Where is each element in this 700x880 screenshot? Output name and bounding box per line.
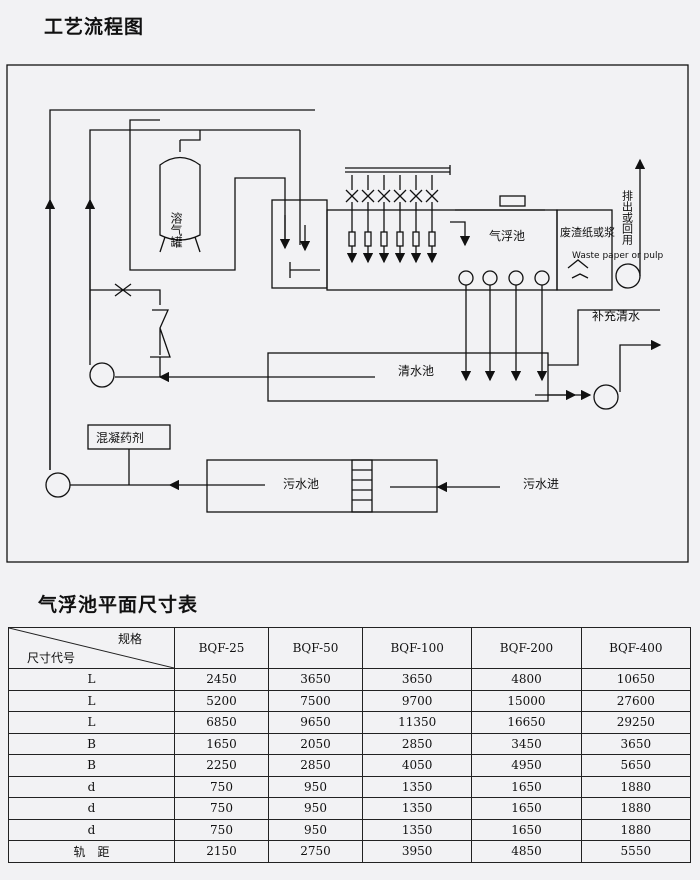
sewage-tank-label: 污水池: [283, 477, 319, 491]
cell: 1350: [361, 775, 473, 798]
dimension-table: 规格 尺寸代号 BQF-25 BQF-50 BQF-100 BQF-200 BQ…: [8, 627, 692, 863]
coagulant-label: 混凝药剂: [96, 430, 144, 445]
pump-sewage: [45, 472, 71, 498]
makeup-water-label: 补充清水: [592, 308, 640, 323]
row-code: L: [8, 689, 175, 712]
row-code: B: [8, 732, 175, 755]
scraper-drive: [499, 195, 526, 207]
row-code: d: [8, 818, 175, 841]
dissolved-air-tank: [159, 156, 201, 241]
row-code: d: [8, 775, 175, 798]
cell: 2750: [268, 840, 363, 863]
cell: 4950: [471, 754, 582, 777]
cell: 1650: [471, 818, 582, 841]
cell: 950: [268, 797, 363, 820]
cell: 2850: [361, 732, 473, 755]
table-header-row: 规格 尺寸代号 BQF-25 BQF-50 BQF-100 BQF-200 BQ…: [8, 627, 692, 669]
pump-outlet: [593, 384, 619, 410]
column-header: BQF-400: [580, 627, 692, 669]
waste-cn-label: 废渣纸或浆: [560, 225, 615, 239]
row-code: d: [8, 797, 175, 820]
corner-code-label: 尺寸代号: [27, 651, 76, 665]
cell: 3950: [361, 840, 473, 863]
sewage-tank: [206, 459, 438, 513]
column-header: BQF-200: [471, 627, 582, 669]
cell: 2150: [174, 840, 269, 863]
cell: 3650: [580, 732, 692, 755]
cell: 3450: [471, 732, 582, 755]
table-row: B 2250 2850 4050 4950 5650: [8, 754, 692, 777]
cell: 9650: [268, 711, 363, 734]
cell: 1880: [580, 797, 692, 820]
cell: 5650: [580, 754, 692, 777]
table-corner-cell: 规格 尺寸代号: [8, 627, 175, 669]
process-flow-diagram: 溶气罐 气浮池 废渣纸或浆 Waste paper or pulp 排出或回用 …: [6, 64, 689, 563]
cell: 750: [174, 775, 269, 798]
sewage-in-label: 污水进: [523, 477, 559, 491]
pump-clear: [89, 362, 115, 388]
row-code: B: [8, 754, 175, 777]
table-row: L 2450 3650 3650 4800 10650: [8, 668, 692, 691]
flotation-tank-label: 气浮池: [489, 228, 525, 243]
table-row: d 750 950 1350 1650 1880: [8, 775, 692, 798]
cell: 1880: [580, 775, 692, 798]
table-row: 轨 距 2150 2750 3950 4850 5550: [8, 840, 692, 863]
diagram-frame: [6, 64, 689, 563]
cell: 2850: [268, 754, 363, 777]
cell: 1350: [361, 818, 473, 841]
cell: 9700: [361, 689, 473, 712]
corner-spec-label: 规格: [117, 632, 142, 646]
cell: 950: [268, 818, 363, 841]
table-row: d 750 950 1350 1650 1880: [8, 818, 692, 841]
cell: 750: [174, 797, 269, 820]
column-header: BQF-100: [361, 627, 473, 669]
discharge-label: 排出或回用: [621, 189, 634, 246]
cell: 15000: [471, 689, 582, 712]
table-title: 气浮池平面尺寸表: [38, 594, 199, 616]
cell: 750: [174, 818, 269, 841]
manifold-valves: [345, 189, 439, 203]
cell: 1880: [580, 818, 692, 841]
cell: 2250: [174, 754, 269, 777]
process-title: 工艺流程图: [44, 16, 145, 38]
row-code: L: [8, 711, 175, 734]
cell: 1650: [471, 797, 582, 820]
waste-chamber: [556, 209, 613, 291]
cell: 6850: [174, 711, 269, 734]
cell: 2450: [174, 668, 269, 691]
cell: 1650: [174, 732, 269, 755]
cell: 27600: [580, 689, 692, 712]
cell: 3650: [268, 668, 363, 691]
cell: 7500: [268, 689, 363, 712]
cell: 1350: [361, 797, 473, 820]
table-row: B 1650 2050 2850 3450 3650: [8, 732, 692, 755]
column-header: BQF-50: [268, 627, 363, 669]
cell: 5550: [580, 840, 692, 863]
cell: 5200: [174, 689, 269, 712]
table-row: d 750 950 1350 1650 1880: [8, 797, 692, 820]
column-header: BQF-25: [174, 627, 269, 669]
cell: 4850: [471, 840, 582, 863]
cell: 3650: [361, 668, 473, 691]
cell: 2050: [268, 732, 363, 755]
cell: 950: [268, 775, 363, 798]
dissolved-tank-label: 溶气罐: [169, 211, 183, 249]
table-row: L 6850 9650 11350 16650 29250: [8, 711, 692, 734]
waste-en-label: Waste paper or pulp: [572, 251, 663, 261]
cell: 10650: [580, 668, 692, 691]
cell: 16650: [471, 711, 582, 734]
clear-tank-label: 清水池: [398, 364, 434, 378]
row-code: 轨 距: [8, 840, 175, 863]
cell: 11350: [361, 711, 473, 734]
waste-outlet-roller: [615, 263, 641, 289]
cell: 1650: [471, 775, 582, 798]
row-code: L: [8, 668, 175, 691]
cell: 4050: [361, 754, 473, 777]
cell: 29250: [580, 711, 692, 734]
cell: 4800: [471, 668, 582, 691]
table-row: L 5200 7500 9700 15000 27600: [8, 689, 692, 712]
